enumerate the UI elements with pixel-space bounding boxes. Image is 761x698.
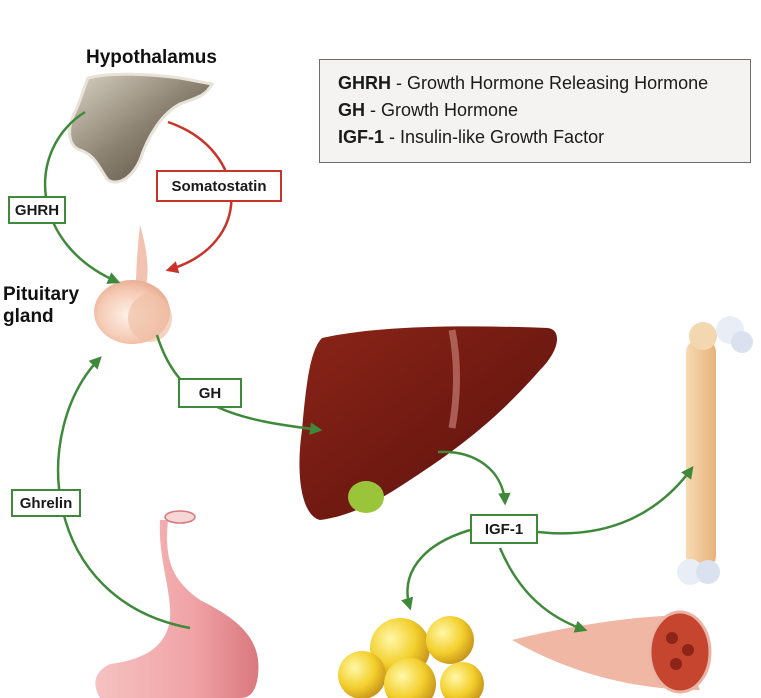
igf1-to-muscle-arrow (498, 547, 588, 633)
legend-row-gh: GH - Growth Hormone (338, 100, 519, 120)
fat-cells-illustration (338, 616, 484, 698)
pituitary-stalk (136, 225, 148, 285)
igf1-to-bone-arrow (537, 465, 694, 535)
gallbladder-illustration (348, 481, 384, 513)
legend-box: GHRH - Growth Hormone Releasing Hormone … (319, 59, 751, 163)
bone-illustration (677, 316, 753, 585)
ghrh-box: GHRH (8, 196, 66, 224)
somatostatin-box: Somatostatin (156, 170, 282, 202)
hypothalamus-illustration (68, 72, 215, 184)
gh-box: GH (178, 378, 242, 408)
legend-row-igf1: IGF-1 - Insulin-like Growth Factor (338, 127, 605, 147)
muscle-illustration (512, 610, 712, 694)
igf1-to-fat-arrow (401, 528, 471, 611)
pituitary-label-line1: Pituitary (3, 284, 80, 305)
stomach-illustration (95, 510, 259, 698)
liver-to-igf1-arrow (437, 450, 511, 506)
pituitary-label-line2: gland (3, 306, 54, 327)
pituitary-label: Pituitary gland (3, 284, 79, 328)
liver-illustration (299, 326, 558, 520)
hypothalamus-label: Hypothalamus (86, 47, 217, 68)
igf1-box: IGF-1 (470, 514, 538, 544)
legend-row-ghrh: GHRH - Growth Hormone Releasing Hormone (338, 73, 709, 93)
ghrelin-box: Ghrelin (11, 489, 81, 517)
